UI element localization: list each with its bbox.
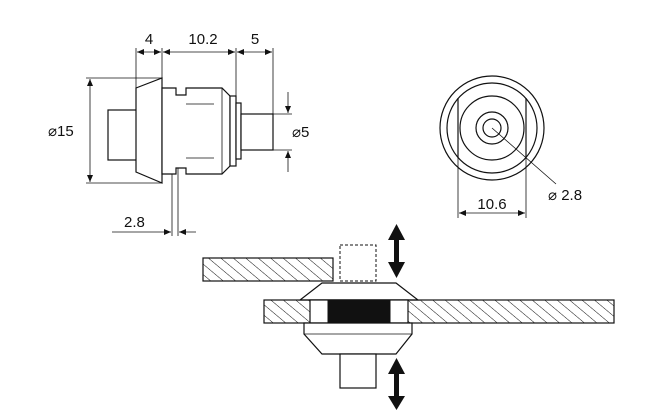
front-inner-circle bbox=[475, 111, 509, 145]
assembly-lower-body bbox=[303, 322, 413, 355]
assembly-plunger-dashed bbox=[339, 244, 377, 282]
side-plunger-left bbox=[107, 109, 139, 161]
dim-label-panel-thickness: 2.8 bbox=[124, 214, 145, 231]
side-plunger-right bbox=[240, 113, 274, 151]
front-mid-circle bbox=[459, 95, 525, 161]
side-main-body bbox=[161, 87, 231, 175]
dim-label-flange-diameter: ⌀15 bbox=[48, 123, 74, 140]
assembly-lower-plunger bbox=[339, 353, 377, 389]
front-flat-sides bbox=[457, 98, 527, 158]
lower-double-arrow-icon bbox=[388, 358, 405, 410]
assembly-upper-plate bbox=[202, 257, 334, 282]
upper-double-arrow-icon bbox=[388, 224, 405, 278]
side-flange bbox=[135, 77, 163, 184]
side-view: 4 10.2 5 ⌀15 ⌀5 2.8 bbox=[48, 31, 309, 236]
front-hole-circle bbox=[482, 118, 502, 138]
front-view: ⌀ 2.8 10.6 bbox=[439, 75, 582, 218]
assembly-seal bbox=[327, 299, 391, 324]
side-body-chamfer bbox=[186, 103, 214, 159]
dim-label-flange-thickness: 4 bbox=[145, 31, 153, 48]
dim-label-plunger-length: 5 bbox=[251, 31, 259, 48]
dim-label-plunger-diameter: ⌀5 bbox=[292, 124, 309, 141]
assembly-view bbox=[202, 224, 615, 410]
assembly-upper-body bbox=[298, 282, 420, 301]
dim-label-hole-diameter: ⌀ 2.8 bbox=[548, 187, 582, 204]
side-collar bbox=[229, 95, 237, 167]
front-hole-leader bbox=[491, 127, 557, 185]
front-second-circle bbox=[446, 82, 538, 174]
dim-label-front-width: 10.6 bbox=[477, 196, 506, 213]
dim-label-body-length: 10.2 bbox=[188, 31, 217, 48]
side-collar-ring bbox=[235, 102, 242, 160]
